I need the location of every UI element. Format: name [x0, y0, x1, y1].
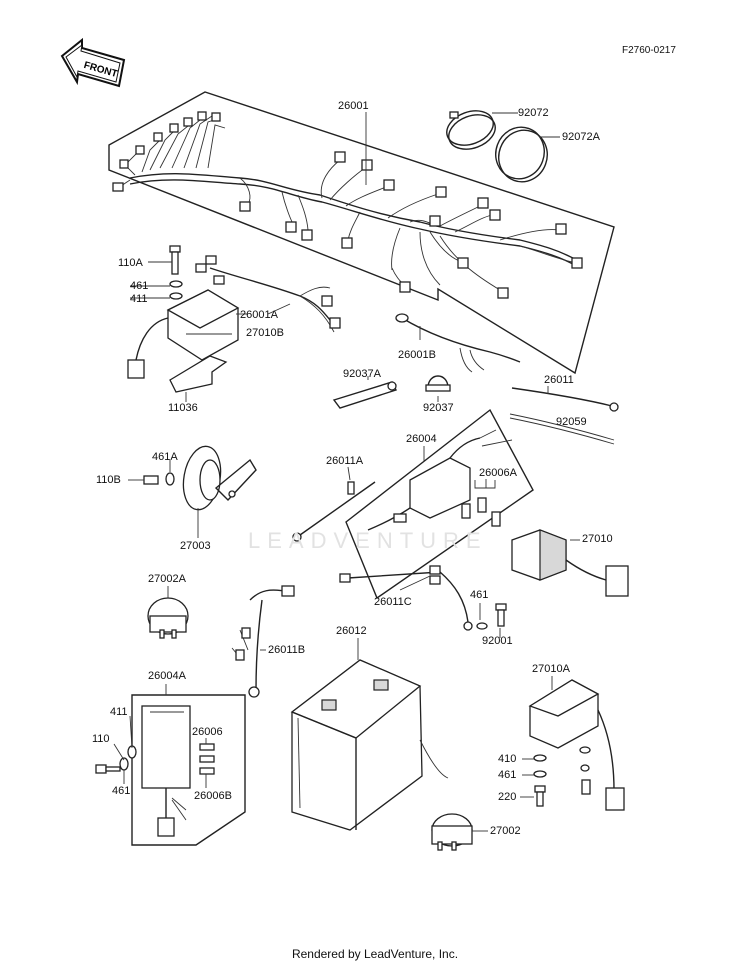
part-label-92037A: 92037A — [343, 368, 381, 380]
band-clamp-92072A — [495, 126, 548, 183]
part-label-461-right: 461 — [498, 769, 517, 781]
bracket-92037A — [332, 381, 397, 409]
part-label-11036: 11036 — [168, 402, 198, 414]
ignition-unit-26004 — [367, 429, 513, 531]
main-wire-harness — [117, 115, 581, 291]
part-label-26011B: 26011B — [268, 644, 306, 656]
sub-harness-26001B — [395, 313, 521, 373]
part-label-92001: 92001 — [482, 635, 513, 647]
part-label-110A: 110A — [118, 257, 143, 269]
band-clamp-92072 — [446, 110, 496, 150]
part-label-92072: 92072 — [518, 107, 549, 119]
clamp-92037 — [425, 375, 451, 392]
relay-27010B — [127, 289, 240, 393]
fuse-26006A — [461, 480, 501, 527]
main-harness-panel — [108, 91, 615, 375]
fuse-26006 — [199, 743, 215, 775]
bolt-220 — [533, 754, 547, 807]
part-label-92037: 92037 — [423, 402, 454, 414]
part-label-461-low: 461 — [112, 785, 131, 797]
part-label-461A: 461A — [152, 451, 178, 463]
horn-27003 — [143, 445, 257, 511]
part-label-26001: 26001 — [338, 100, 369, 112]
part-label-26004: 26004 — [406, 433, 437, 445]
part-label-26006: 26006 — [192, 726, 223, 738]
part-label-27002: 27002 — [490, 825, 521, 837]
battery-26012 — [290, 659, 449, 831]
cable-26011A — [292, 481, 376, 542]
part-label-26011A: 26011A — [326, 455, 364, 467]
part-label-411-top: 411 — [130, 293, 148, 305]
part-label-461-mid: 461 — [470, 589, 489, 601]
part-label-26012: 26012 — [336, 625, 367, 637]
part-label-26004A: 26004A — [148, 670, 186, 682]
flasher-27002A — [147, 597, 189, 639]
regulator-27010A — [528, 679, 625, 811]
regulator-27010 — [511, 529, 629, 597]
part-label-27010: 27010 — [582, 533, 613, 545]
tube-92059 — [509, 413, 615, 445]
part-label-26001A: 26001A — [240, 309, 278, 321]
part-label-220: 220 — [498, 791, 517, 803]
cable-26011B — [231, 585, 295, 698]
part-label-27010B: 27010B — [246, 327, 284, 339]
part-label-26011: 26011 — [544, 374, 574, 386]
part-label-92059: 92059 — [556, 416, 587, 428]
part-label-27002A: 27002A — [148, 573, 186, 585]
connector-icon — [112, 111, 583, 299]
watermark-text: LEADVENTURE — [248, 528, 488, 553]
sub-harness-26001A — [195, 255, 341, 333]
part-label-110B: 110B — [96, 474, 121, 486]
footer-credit: Rendered by LeadVenture, Inc. — [291, 947, 459, 961]
part-label-110: 110 — [92, 733, 110, 745]
part-label-26006B: 26006B — [194, 790, 232, 802]
front-arrow-icon: FRONT — [60, 37, 126, 88]
ignition-panel — [345, 408, 534, 600]
part-label-92072A: 92072A — [562, 131, 600, 143]
part-label-26011C: 26011C — [374, 596, 412, 608]
cable-26011 — [511, 387, 619, 412]
figure-number: F2760-0217 — [622, 45, 676, 56]
part-label-26006A: 26006A — [479, 467, 517, 479]
part-label-461-top: 461 — [130, 280, 149, 292]
bolt-92001 — [476, 603, 507, 630]
part-label-27010A: 27010A — [532, 663, 570, 675]
cable-26011C — [339, 565, 473, 631]
part-label-26001B: 26001B — [398, 349, 436, 361]
part-label-410: 410 — [498, 753, 517, 765]
ignition-unit-26004A — [141, 705, 191, 837]
bolt-110A — [169, 245, 183, 300]
bolt-110 — [95, 745, 137, 774]
ignition-panel-lower — [131, 694, 246, 846]
part-label-411-low: 411 — [110, 706, 128, 718]
flasher-27002 — [431, 813, 473, 851]
leader-lines — [113, 112, 580, 832]
part-label-27003: 27003 — [180, 540, 211, 552]
